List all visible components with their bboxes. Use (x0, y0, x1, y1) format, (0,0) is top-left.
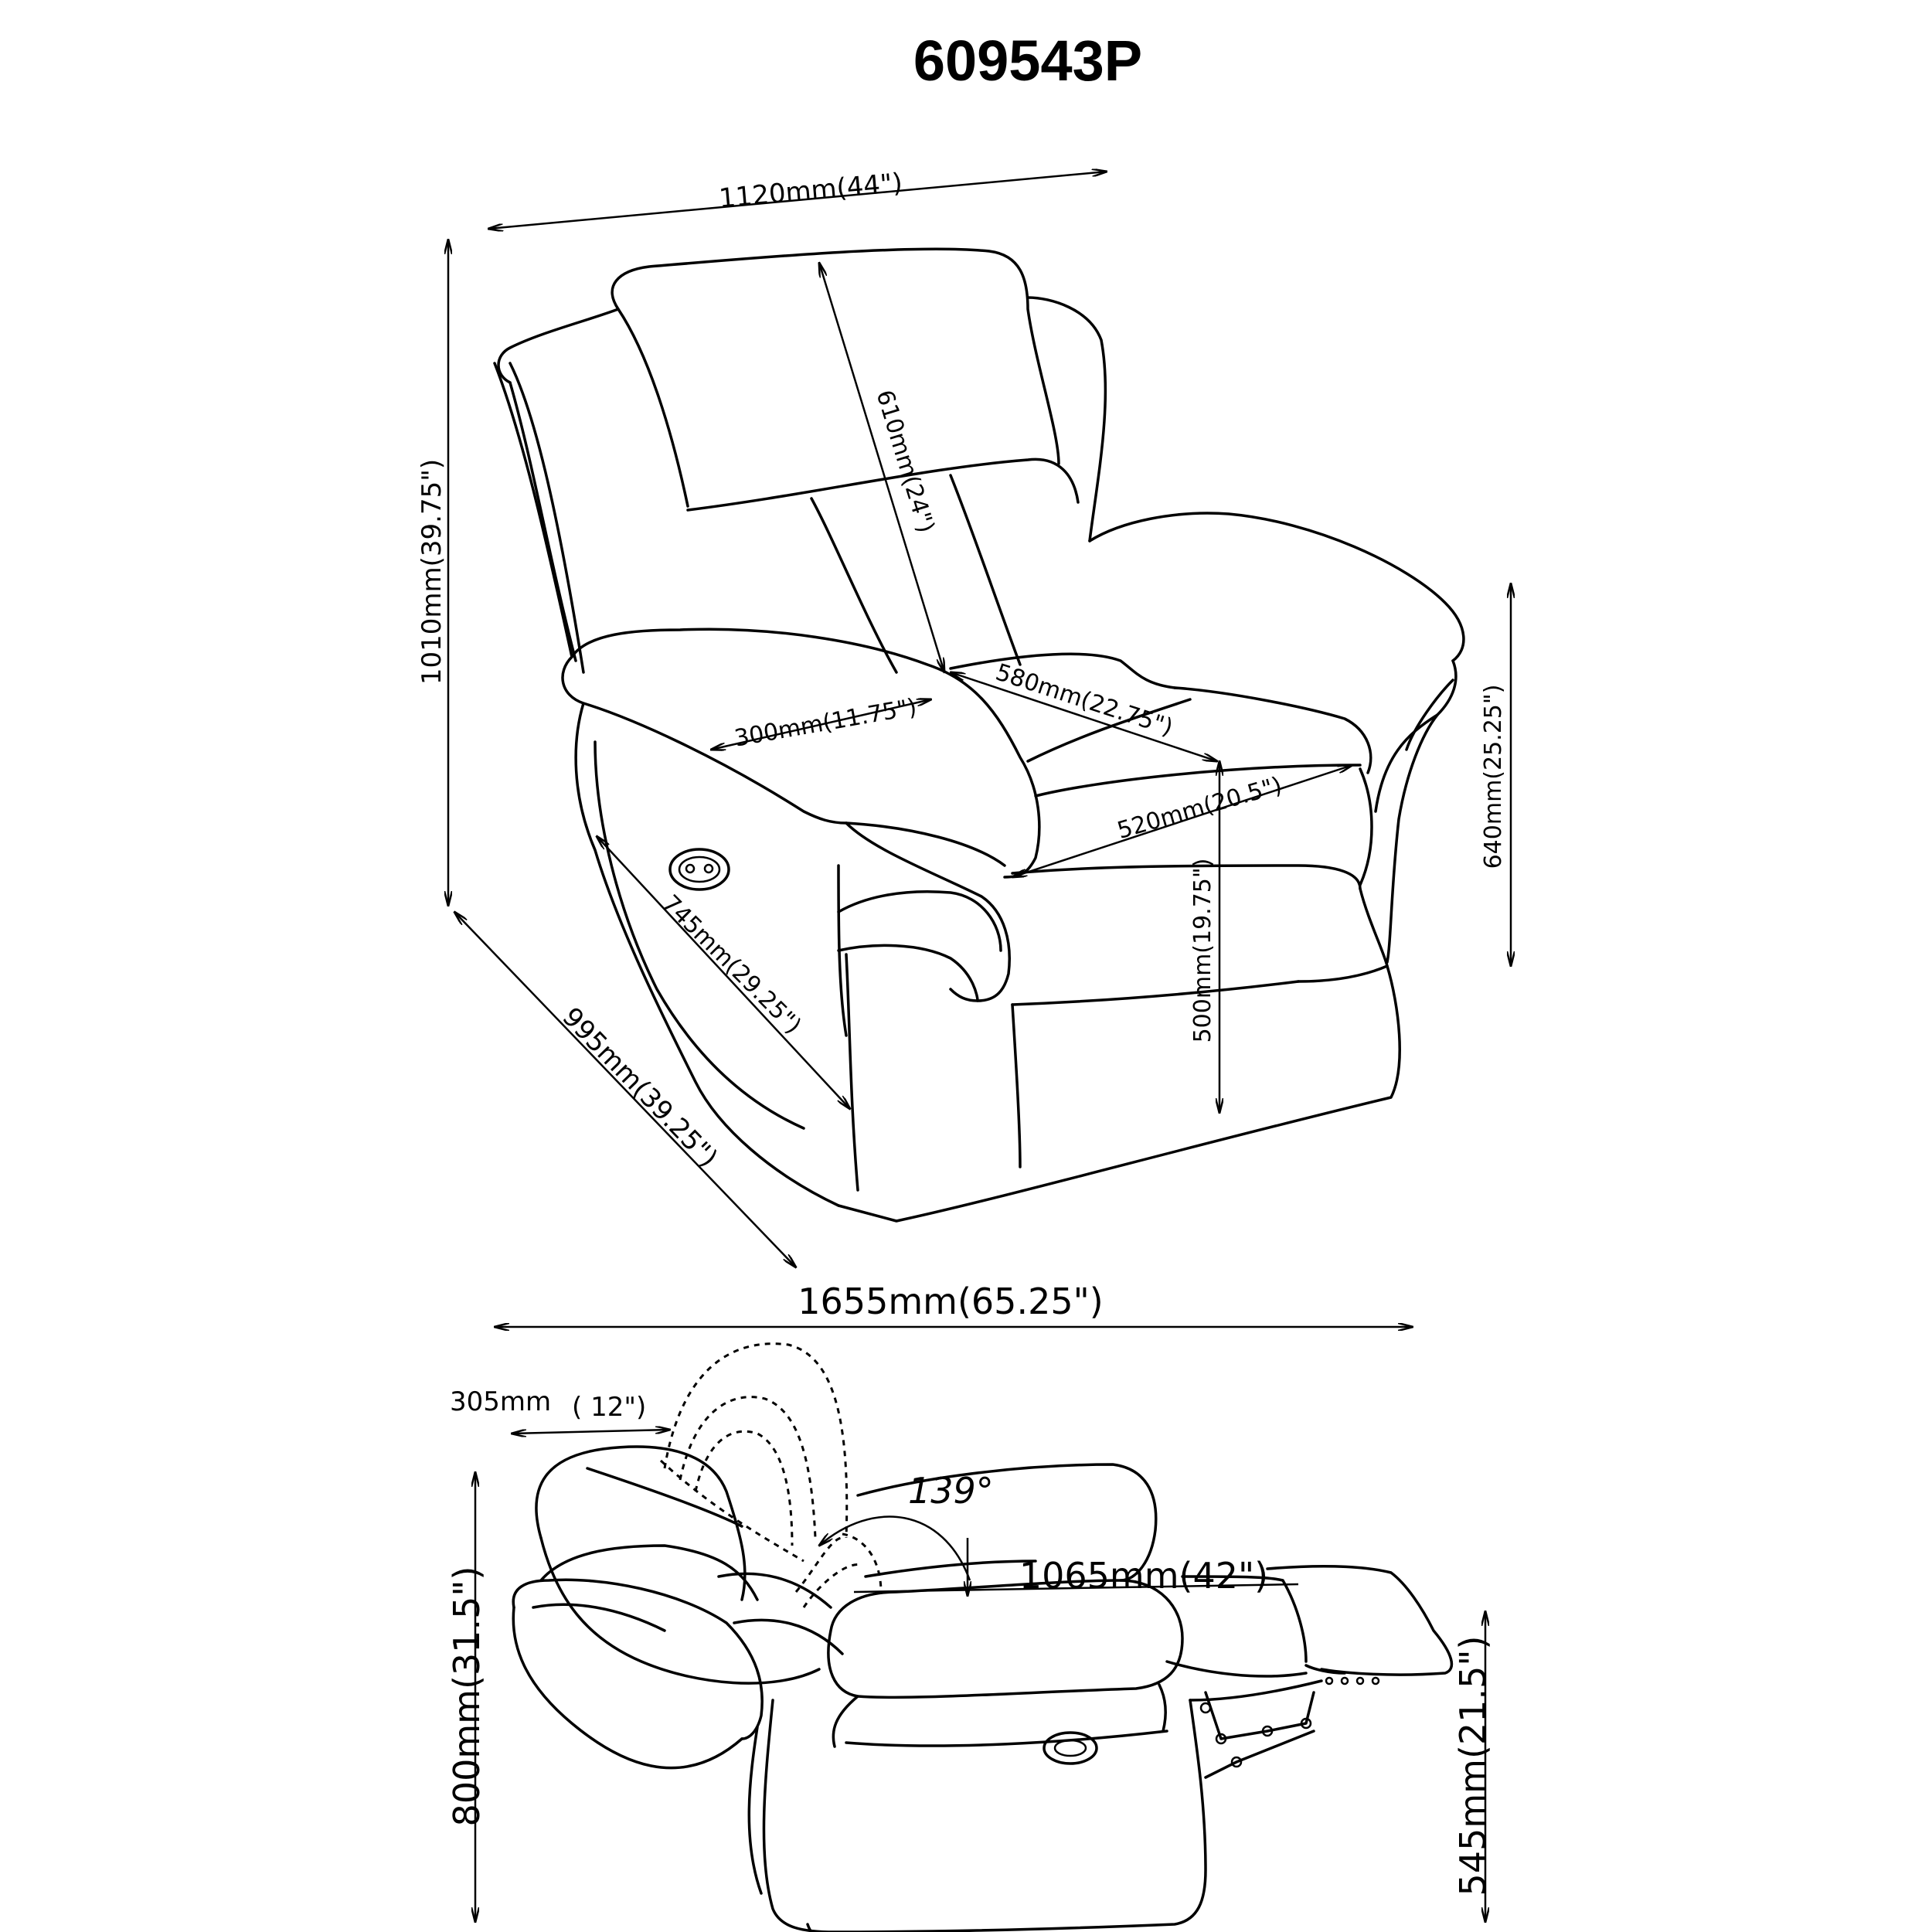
wall-clearance-line (512, 1430, 670, 1434)
arm-width-label: 300mm(11.75") (733, 694, 919, 753)
seat-width-line (1012, 765, 1352, 877)
recliner-side-view (512, 1342, 1454, 1932)
height-label: 1010mm(39.75") (417, 459, 447, 685)
width-label: 1120mm(44") (718, 168, 904, 215)
footrest-height-label: 545mm(21.5") (1452, 1636, 1494, 1896)
model-number: 609543P (913, 29, 1142, 93)
wall-clearance-mm: 305mm (450, 1386, 551, 1417)
extended-length-label: 1655mm(65.25") (798, 1281, 1103, 1322)
arm-height-label: 640mm(25.25") (1480, 685, 1507, 869)
seat-width-label: 520mm(20.5") (1114, 772, 1285, 845)
width-line (488, 172, 1107, 229)
back-height-line (819, 263, 944, 672)
side-view-dimensions: 1655mm(65.25") 305mm ( 12") 800mm(31.5")… (446, 1281, 1494, 1922)
seat-depth-label: 580mm(22.75") (992, 658, 1176, 741)
side-control-icon (1043, 1731, 1098, 1765)
arm-width-line (711, 699, 931, 750)
arm-length-line (597, 836, 850, 1109)
seat-height-label: 500mm(19.75") (1189, 859, 1216, 1043)
seat-depth-line (951, 672, 1217, 761)
arm-length-label: 745mm(29.25") (657, 889, 807, 1039)
side-height-label: 800mm(31.5") (446, 1566, 488, 1827)
wall-clearance-in: ( 12") (572, 1392, 646, 1423)
